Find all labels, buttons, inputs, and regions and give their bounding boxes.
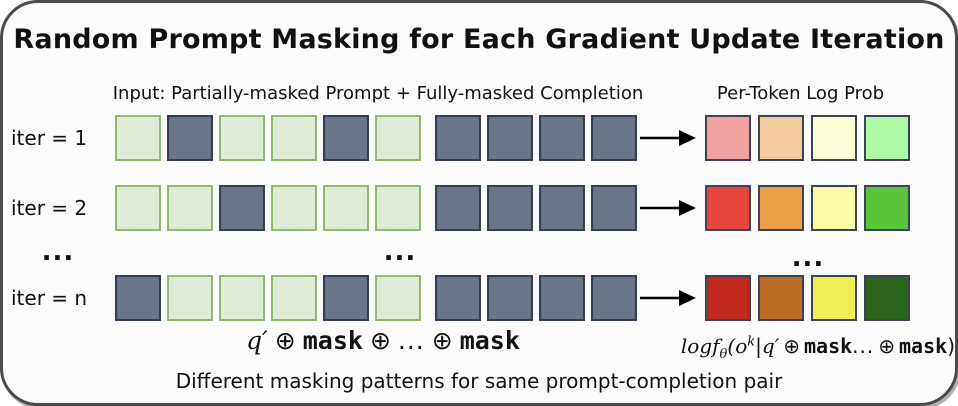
prompt-token-group: [115, 275, 421, 321]
masked-token-square: [591, 185, 637, 231]
unmasked-token-square: [375, 185, 421, 231]
prompt-token-group: [115, 115, 421, 161]
logprob-square: [864, 275, 910, 321]
logprob-square: [758, 115, 804, 161]
diagram-title: Random Prompt Masking for Each Gradient …: [13, 24, 945, 55]
arrow-icon: [639, 287, 697, 309]
masked-token-square: [435, 115, 481, 161]
unmasked-token-square: [167, 185, 213, 231]
unmasked-token-square: [167, 275, 213, 321]
masked-token-square: [435, 185, 481, 231]
oplus-symbol: ⊕: [369, 326, 391, 355]
unmasked-token-square: [271, 185, 317, 231]
input-column-label: Input: Partially-masked Prompt + Fully-m…: [112, 83, 644, 104]
masked-token-square: [539, 275, 585, 321]
logprob-group: [705, 115, 910, 161]
unmasked-token-square: [375, 115, 421, 161]
logprob-group: [705, 275, 910, 321]
unmasked-token-square: [219, 115, 265, 161]
iter-label: iter = n: [11, 286, 88, 310]
logprob-square: [811, 275, 857, 321]
formula-close-paren: ): [947, 334, 955, 358]
mask-token-text: mask: [302, 326, 363, 355]
mask-token-text: mask: [804, 334, 853, 358]
ellipsis-right: ...: [791, 243, 825, 273]
masked-token-square: [487, 115, 533, 161]
logprob-square: [758, 185, 804, 231]
formula-dots: ...: [397, 326, 425, 355]
masked-token-square: [591, 115, 637, 161]
ellipsis-middle: ...: [383, 237, 417, 267]
formula-q-prime: q′: [246, 326, 268, 355]
masked-token-square: [487, 275, 533, 321]
unmasked-token-square: [115, 115, 161, 161]
logprob-square: [705, 115, 751, 161]
formula-k-sup: k: [747, 334, 756, 350]
masked-token-square: [539, 185, 585, 231]
masked-token-square: [115, 275, 161, 321]
masked-token-square: [591, 275, 637, 321]
logprob-square: [705, 185, 751, 231]
logprob-group: [705, 185, 910, 231]
ellipsis-left: ...: [41, 237, 75, 267]
masked-token-square: [167, 115, 213, 161]
masked-token-square: [487, 185, 533, 231]
masked-token-square: [323, 275, 369, 321]
unmasked-token-square: [115, 185, 161, 231]
oplus-symbol: ⊕: [274, 326, 296, 355]
mask-token-text: mask: [459, 326, 520, 355]
input-formula: q′⊕mask⊕...⊕mask: [173, 326, 593, 355]
formula-open-o: (: [727, 334, 736, 358]
arrow-icon: [639, 127, 697, 149]
formula-bar: |: [755, 334, 762, 358]
mask-token-text: mask: [899, 334, 948, 358]
logprob-square: [864, 185, 910, 231]
completion-token-group: [435, 115, 637, 161]
logprob-square: [758, 275, 804, 321]
unmasked-token-square: [323, 185, 369, 231]
bottom-caption: Different masking patterns for same prom…: [175, 369, 783, 393]
arrow-icon: [639, 197, 697, 219]
logprob-square: [811, 185, 857, 231]
formula-theta: θ: [719, 347, 728, 362]
logprob-square: [811, 115, 857, 161]
iteration-row: iter = n: [3, 275, 955, 321]
oplus-symbol: ⊕: [431, 326, 453, 355]
output-formula: logfθ(ok|q′⊕mask...⊕mask): [583, 334, 955, 362]
iter-label: iter = 1: [11, 126, 88, 150]
unmasked-token-square: [271, 275, 317, 321]
iteration-row: iter = 2: [3, 185, 955, 231]
masked-token-square: [435, 275, 481, 321]
formula-dots: ...: [852, 334, 875, 358]
oplus-symbol: ⊕: [783, 334, 800, 358]
unmasked-token-square: [271, 115, 317, 161]
output-column-label: Per-Token Log Prob: [716, 83, 885, 104]
unmasked-token-square: [219, 275, 265, 321]
formula-q-prime: q′: [761, 334, 780, 358]
logprob-square: [705, 275, 751, 321]
formula-o: o: [735, 334, 748, 358]
formula-log-f: logf: [680, 334, 720, 358]
completion-token-group: [435, 275, 637, 321]
oplus-symbol: ⊕: [878, 334, 896, 358]
completion-token-group: [435, 185, 637, 231]
iteration-row: iter = 1: [3, 115, 955, 161]
prompt-token-group: [115, 185, 421, 231]
logprob-square: [864, 115, 910, 161]
masked-token-square: [539, 115, 585, 161]
masked-token-square: [323, 115, 369, 161]
masked-token-square: [219, 185, 265, 231]
unmasked-token-square: [375, 275, 421, 321]
iter-label: iter = 2: [11, 196, 88, 220]
